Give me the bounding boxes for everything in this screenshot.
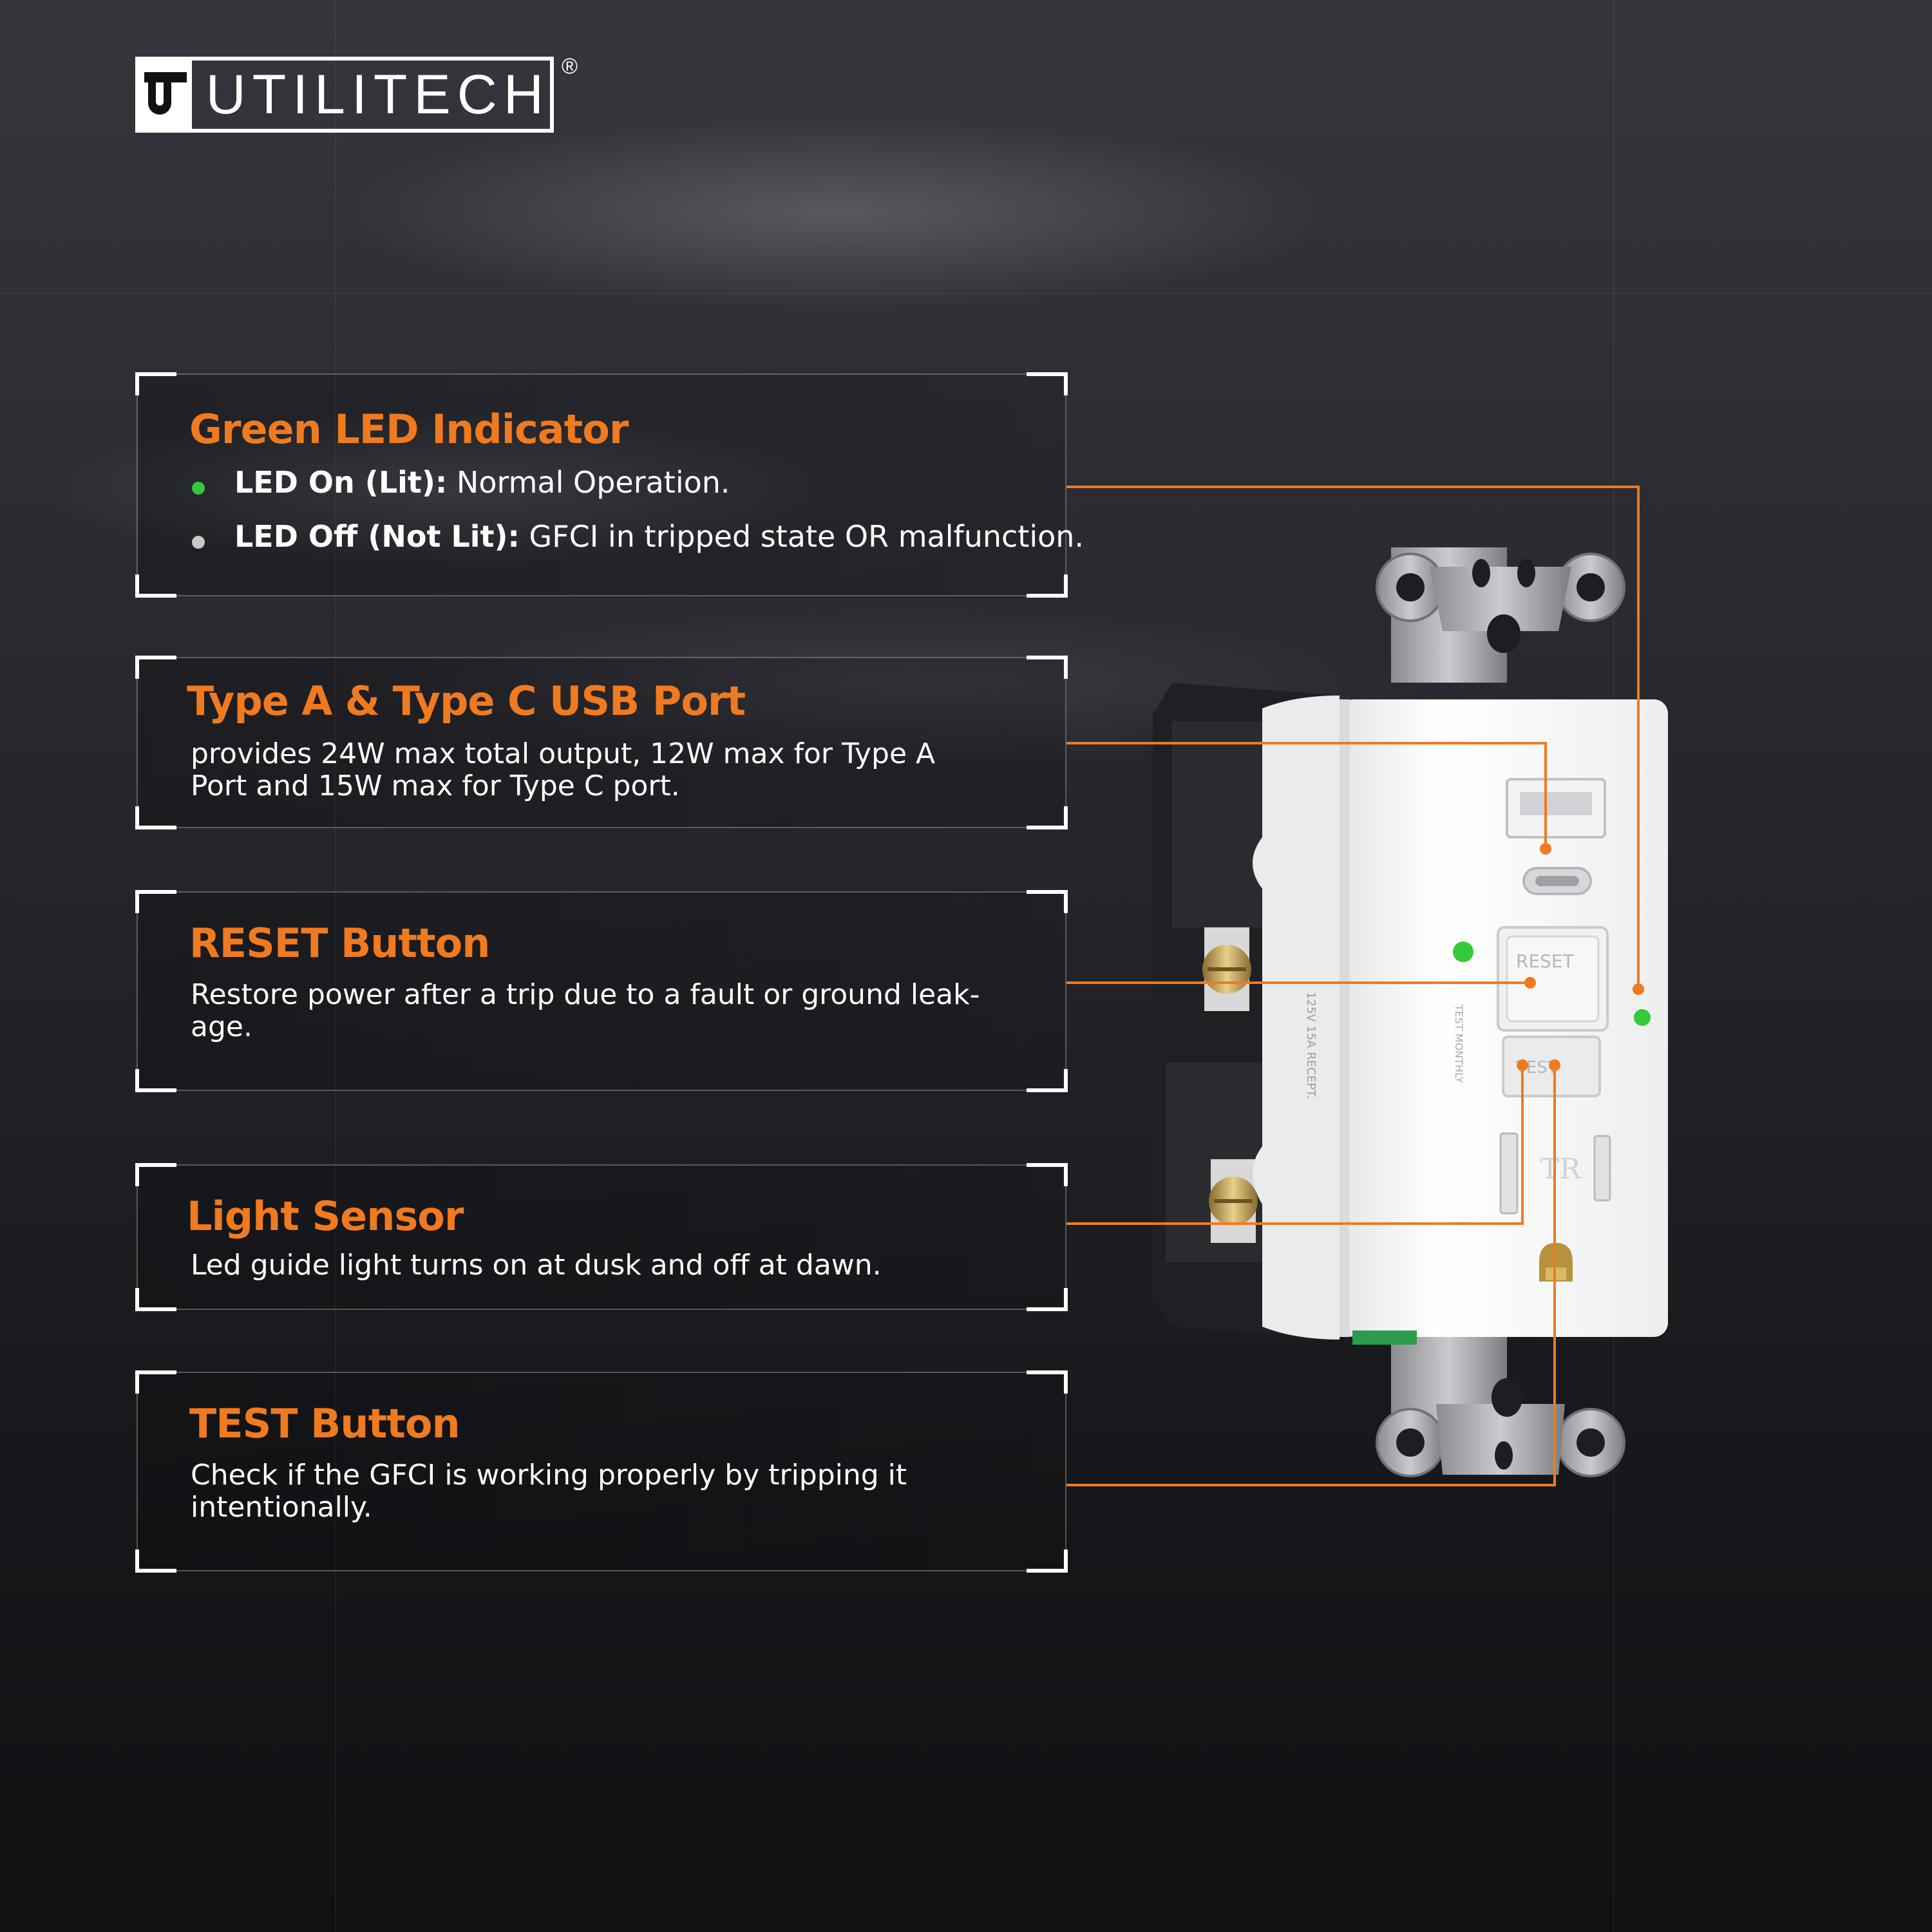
- feature-description: Check if the GFCI is working properly by…: [191, 1459, 907, 1524]
- reset-button-label: RESET: [1516, 951, 1575, 972]
- brand-name: UTILITECH: [205, 64, 550, 126]
- feature-description: Restore power after a trip due to a faul…: [191, 978, 980, 1043]
- feature-card-reset: RESET Button Restore power after a trip …: [135, 890, 1068, 1092]
- feature-description: provides 24W max total output, 12W max f…: [191, 737, 936, 802]
- feature-card-test: TEST Button Check if the GFCI is working…: [135, 1370, 1068, 1573]
- feature-title: Green LED Indicator: [189, 406, 629, 453]
- background-line: [0, 293, 1932, 294]
- feature-title: RESET Button: [189, 920, 490, 967]
- registered-mark: ®: [562, 54, 578, 79]
- background-line: [335, 0, 336, 1932]
- led-off-bullet-icon: [192, 536, 205, 549]
- test-button-label: TEST: [1515, 1058, 1558, 1077]
- led-off-text: LED Off (Not Lit): GFCI in tripped state…: [234, 519, 1084, 554]
- led-on-text: LED On (Lit): Normal Operation.: [234, 465, 730, 500]
- feature-card-led: Green LED Indicator LED On (Lit): Normal…: [135, 372, 1084, 598]
- logo-mark-icon: [139, 61, 192, 129]
- led-on-bullet-icon: [192, 482, 205, 495]
- feature-title: TEST Button: [189, 1400, 460, 1447]
- side-rating-text: 125V 15A RECEPT.: [1304, 992, 1318, 1099]
- feature-title: Type A & Type C USB Port: [187, 677, 746, 724]
- feature-title: Light Sensor: [187, 1193, 464, 1240]
- tamper-resistant-mark: TR: [1540, 1153, 1582, 1186]
- test-monthly-text: TEST MONTHLY: [1453, 1004, 1465, 1083]
- feature-card-usb: Type A & Type C USB Port provides 24W ma…: [135, 656, 1068, 829]
- feature-description: Led guide light turns on at dusk and off…: [191, 1249, 882, 1282]
- gfci-outlet-image: 125V 15A RECEPT. RESET TEST TEST MONTHLY…: [1153, 547, 1668, 1477]
- brand-logo: UTILITECH: [135, 57, 554, 133]
- feature-card-light-sensor: Light Sensor Led guide light turns on at…: [135, 1163, 1068, 1311]
